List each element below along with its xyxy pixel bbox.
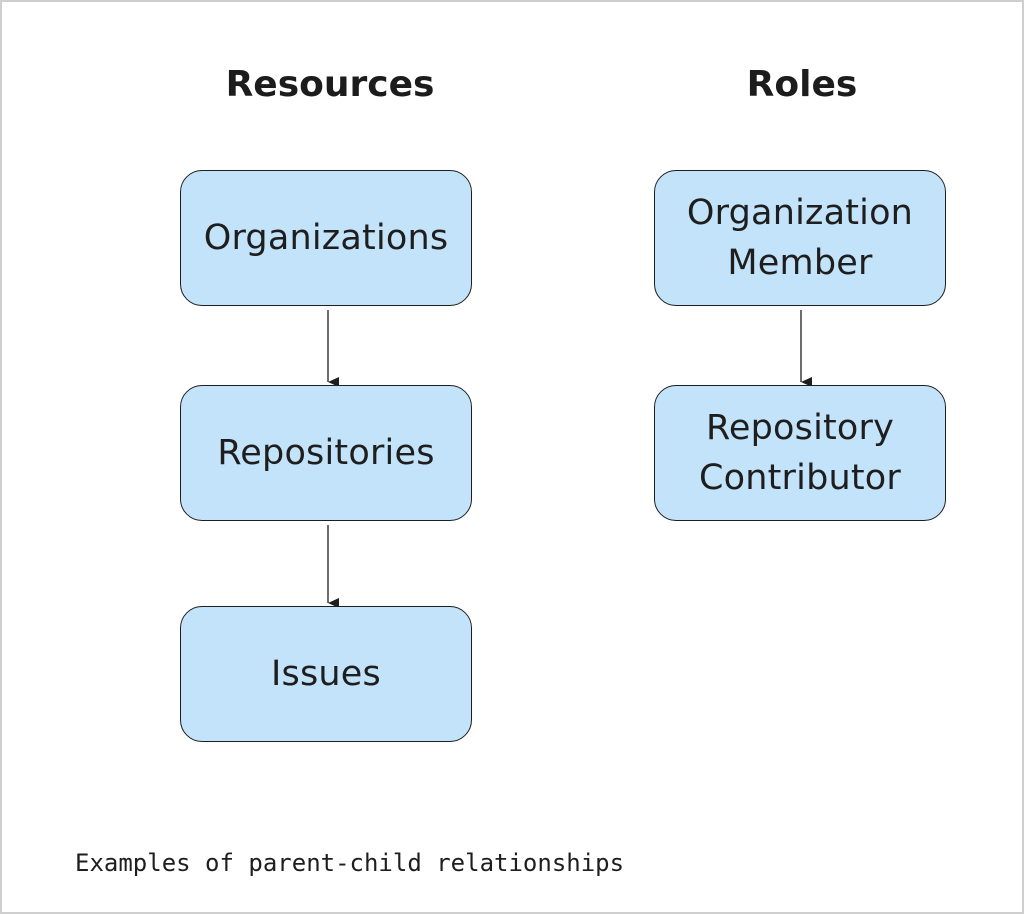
node-organization-member: Organization Member [654, 170, 946, 306]
node-repositories: Repositories [180, 385, 472, 521]
resources-column-title: Resources [225, 64, 435, 105]
node-issues: Issues [180, 606, 472, 742]
diagram-caption: Examples of parent-child relationships [75, 849, 625, 877]
roles-column-title: Roles [746, 64, 858, 105]
node-organizations: Organizations [180, 170, 472, 306]
node-repository-contributor: Repository Contributor [654, 385, 946, 521]
